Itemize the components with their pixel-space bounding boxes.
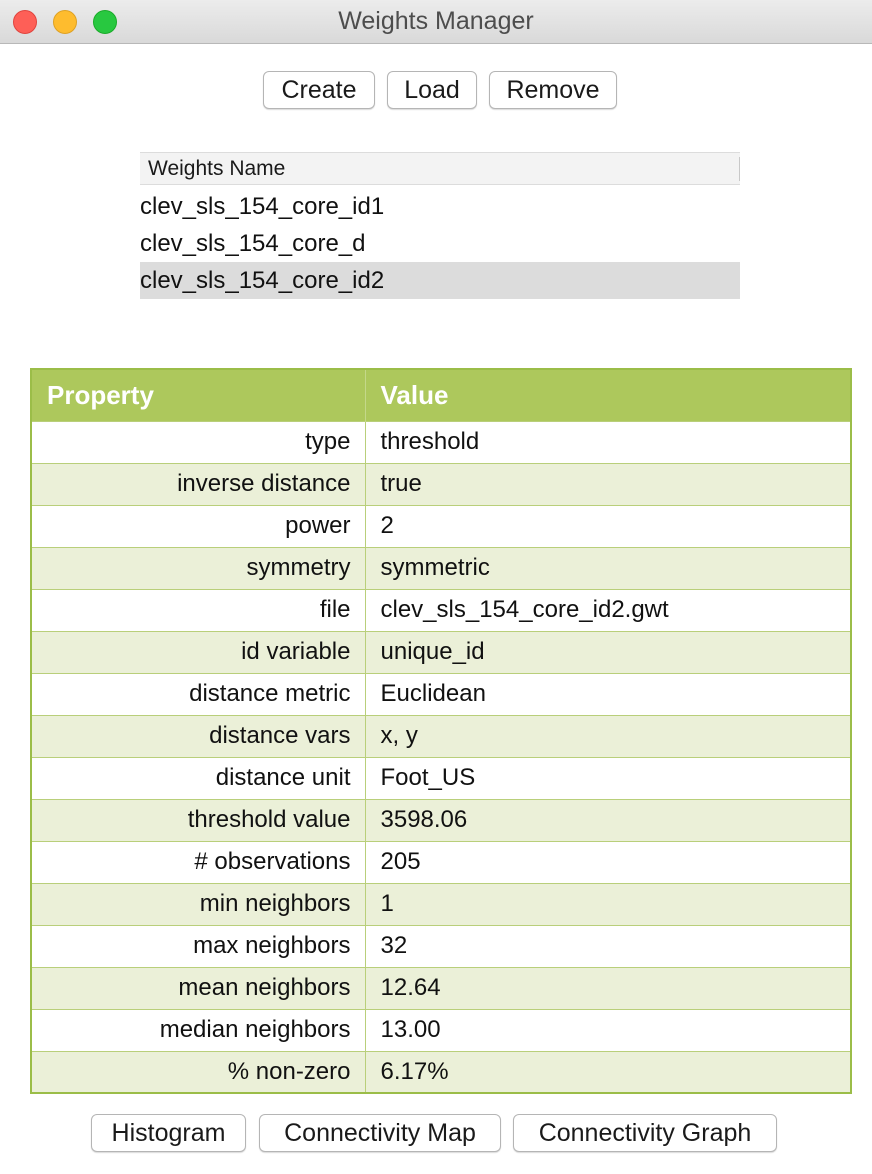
property-column-header: Property xyxy=(31,369,366,421)
weights-list[interactable]: Weights Name clev_sls_154_core_id1 clev_… xyxy=(140,152,740,300)
property-key: min neighbors xyxy=(31,882,366,925)
property-value: Foot_US xyxy=(365,756,852,799)
weights-list-item[interactable]: clev_sls_154_core_id1 xyxy=(140,193,385,220)
property-value: 3598.06 xyxy=(365,798,852,841)
property-key: inverse distance xyxy=(31,462,366,505)
weights-name-column-header: Weights Name xyxy=(148,157,286,180)
property-key: symmetry xyxy=(31,546,366,589)
maximize-window-button[interactable] xyxy=(93,10,117,34)
property-value: 1 xyxy=(365,882,852,925)
connectivity-graph-button[interactable]: Connectivity Graph xyxy=(513,1114,777,1152)
property-value: 205 xyxy=(365,840,852,883)
property-value: symmetric xyxy=(365,546,852,589)
property-value: 12.64 xyxy=(365,966,852,1009)
weights-list-item-selected[interactable]: clev_sls_154_core_id2 xyxy=(140,262,740,299)
connectivity-map-button[interactable]: Connectivity Map xyxy=(259,1114,501,1152)
property-key: power xyxy=(31,504,366,547)
load-button[interactable]: Load xyxy=(387,71,477,109)
property-key: median neighbors xyxy=(31,1008,366,1051)
minimize-window-button[interactable] xyxy=(53,10,77,34)
property-key: id variable xyxy=(31,630,366,673)
property-value: true xyxy=(365,462,852,505)
window-title: Weights Manager xyxy=(338,7,534,35)
property-value: 6.17% xyxy=(365,1050,852,1093)
close-window-button[interactable] xyxy=(13,10,37,34)
property-key: % non-zero xyxy=(31,1050,366,1093)
histogram-button[interactable]: Histogram xyxy=(91,1114,246,1152)
properties-table-header: Property Value xyxy=(31,369,852,421)
weights-list-item[interactable]: clev_sls_154_core_d xyxy=(140,230,366,257)
column-separator xyxy=(739,157,740,181)
title-bar[interactable]: Weights Manager xyxy=(0,0,872,44)
property-key: distance metric xyxy=(31,672,366,715)
property-key: file xyxy=(31,588,366,631)
property-key: threshold value xyxy=(31,798,366,841)
property-key: mean neighbors xyxy=(31,966,366,1009)
property-key: distance vars xyxy=(31,714,366,757)
property-value: Euclidean xyxy=(365,672,852,715)
create-button[interactable]: Create xyxy=(263,71,375,109)
property-value: 13.00 xyxy=(365,1008,852,1051)
remove-button[interactable]: Remove xyxy=(489,71,617,109)
property-key: # observations xyxy=(31,840,366,883)
property-value: threshold xyxy=(365,420,852,463)
property-value: x, y xyxy=(365,714,852,757)
property-key: max neighbors xyxy=(31,924,366,967)
property-value: clev_sls_154_core_id2.gwt xyxy=(365,588,852,631)
property-key: distance unit xyxy=(31,756,366,799)
property-value: 2 xyxy=(365,504,852,547)
property-value: unique_id xyxy=(365,630,852,673)
value-column-header: Value xyxy=(365,369,852,421)
property-key: type xyxy=(31,420,366,463)
property-value: 32 xyxy=(365,924,852,967)
weights-list-header[interactable]: Weights Name xyxy=(140,152,740,185)
